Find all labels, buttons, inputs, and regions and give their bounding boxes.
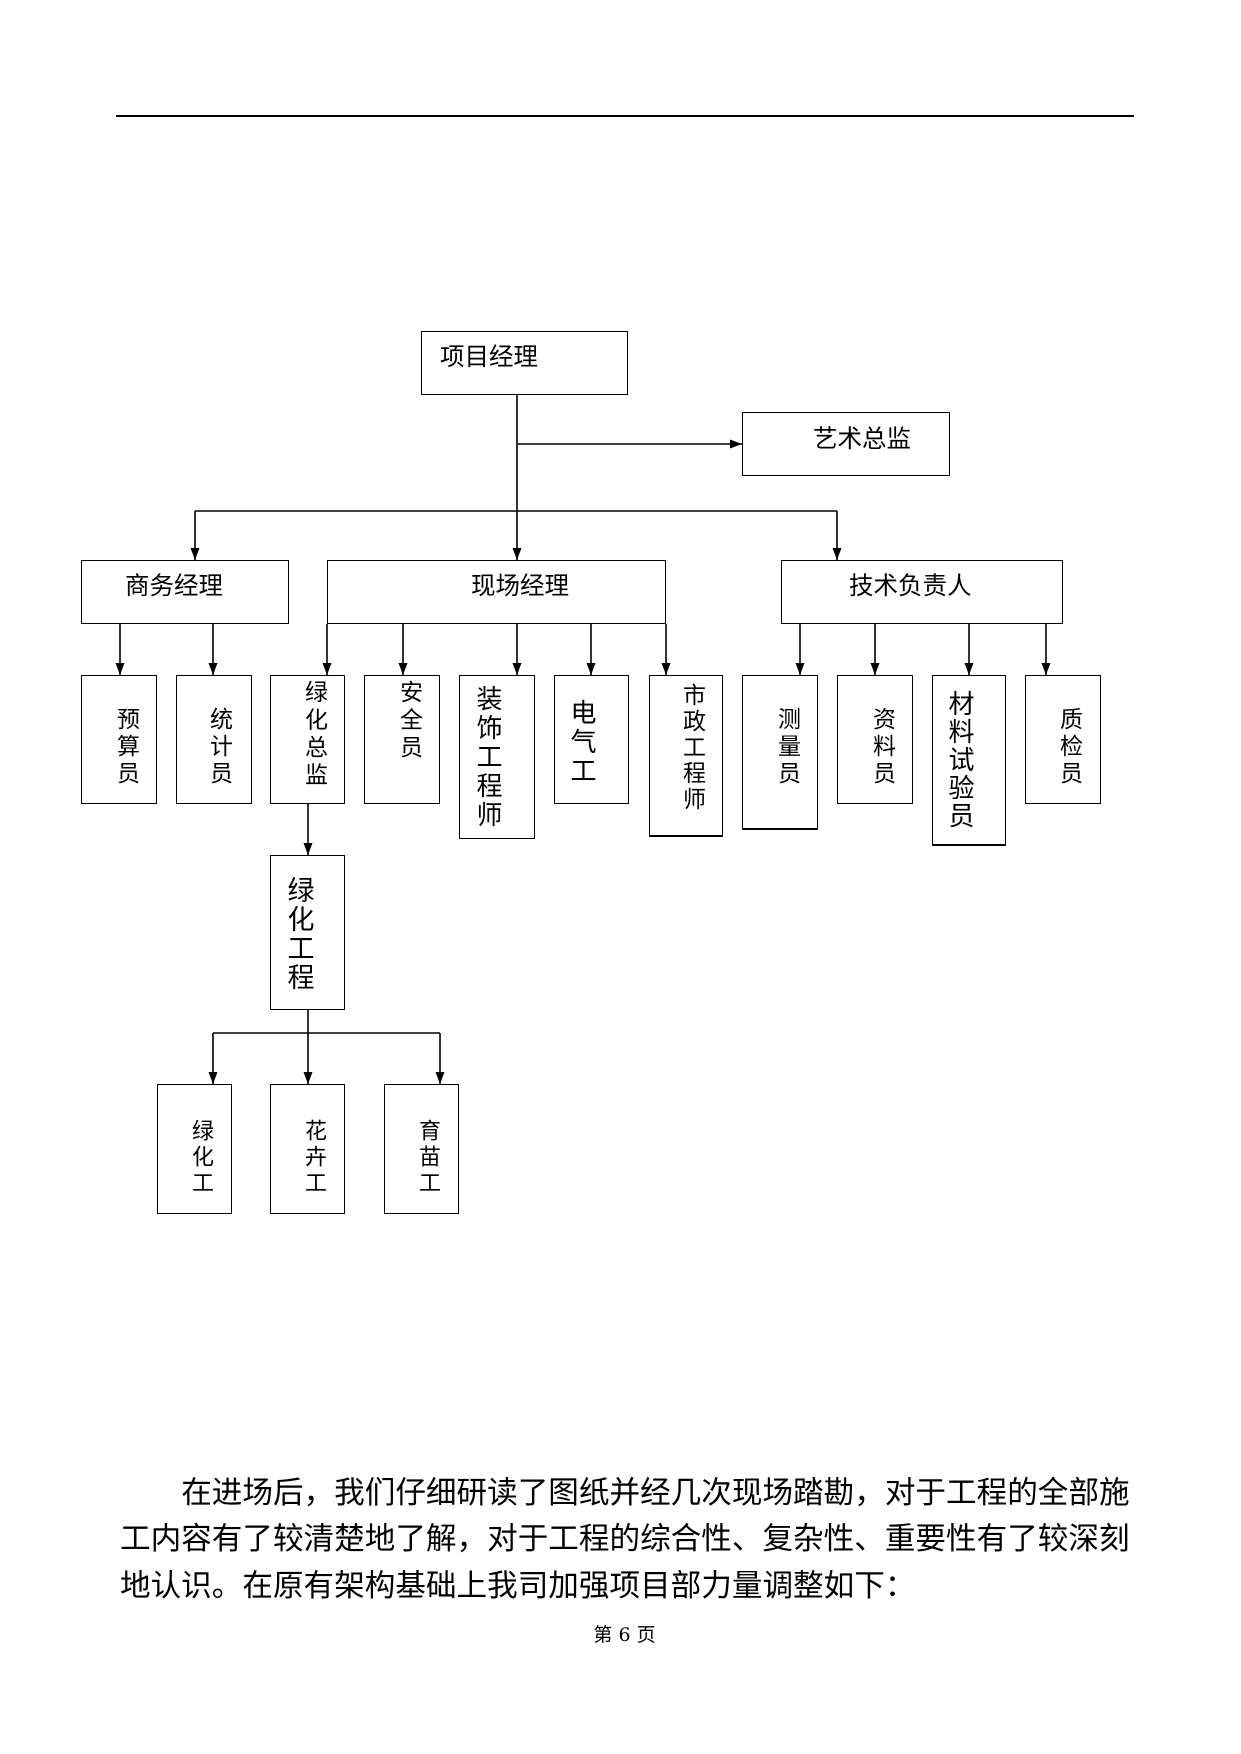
node-art-director: 艺术总监 (742, 412, 950, 476)
node-label: 绿化工 (188, 1119, 213, 1197)
node-label: 技术负责人 (849, 571, 972, 600)
node-label: 艺术总监 (813, 424, 911, 453)
node-project-manager: 项目经理 (421, 331, 628, 395)
node-greening-director: 绿化总监 (270, 675, 345, 804)
node-label: 预算员 (112, 706, 139, 788)
node-label: 电气工 (566, 699, 596, 786)
node-safety-officer: 安全员 (364, 675, 440, 804)
node-label: 资料员 (868, 706, 895, 788)
node-municipal-engineer: 市政工程师 (649, 675, 723, 837)
node-label: 花卉工 (301, 1119, 326, 1197)
node-electrician: 电气工 (554, 675, 629, 804)
node-label: 绿化总监 (300, 679, 327, 790)
node-budget-clerk: 预算员 (81, 675, 157, 804)
node-label: 材料试验员 (944, 690, 974, 830)
node-label: 市政工程师 (678, 682, 705, 813)
node-label: 商务经理 (125, 571, 223, 600)
node-label: 安全员 (395, 679, 422, 763)
page-number: 第 6 页 (593, 1624, 656, 1646)
node-label: 项目经理 (440, 342, 538, 371)
node-greening-engineering: 绿化工程 (270, 855, 345, 1010)
node-label: 统计员 (205, 706, 232, 788)
node-business-manager: 商务经理 (81, 560, 289, 624)
node-surveyor: 测量员 (742, 675, 818, 830)
node-material-tester: 材料试验员 (932, 675, 1006, 846)
node-site-manager: 现场经理 (327, 560, 666, 624)
node-nursery-worker: 育苗工 (384, 1084, 459, 1214)
node-technical-lead: 技术负责人 (781, 560, 1063, 624)
header-rule (116, 115, 1134, 117)
node-label: 绿化工程 (282, 875, 314, 992)
body-paragraph: 在进场后，我们仔细研读了图纸并经几次现场踏勘，对于工程的全部施工内容有了较清楚地… (120, 1476, 1130, 1604)
node-label: 测量员 (773, 706, 800, 788)
node-label: 装饰工程师 (472, 685, 502, 830)
node-label: 现场经理 (471, 571, 569, 600)
node-statistician: 统计员 (176, 675, 252, 804)
node-quality-inspector: 质检员 (1025, 675, 1101, 804)
node-label: 质检员 (1055, 706, 1082, 788)
node-document-clerk: 资料员 (837, 675, 913, 804)
node-florist: 花卉工 (270, 1084, 345, 1214)
node-greening-worker: 绿化工 (157, 1084, 232, 1214)
node-decoration-engineer: 装饰工程师 (459, 675, 535, 839)
node-label: 育苗工 (415, 1119, 440, 1197)
